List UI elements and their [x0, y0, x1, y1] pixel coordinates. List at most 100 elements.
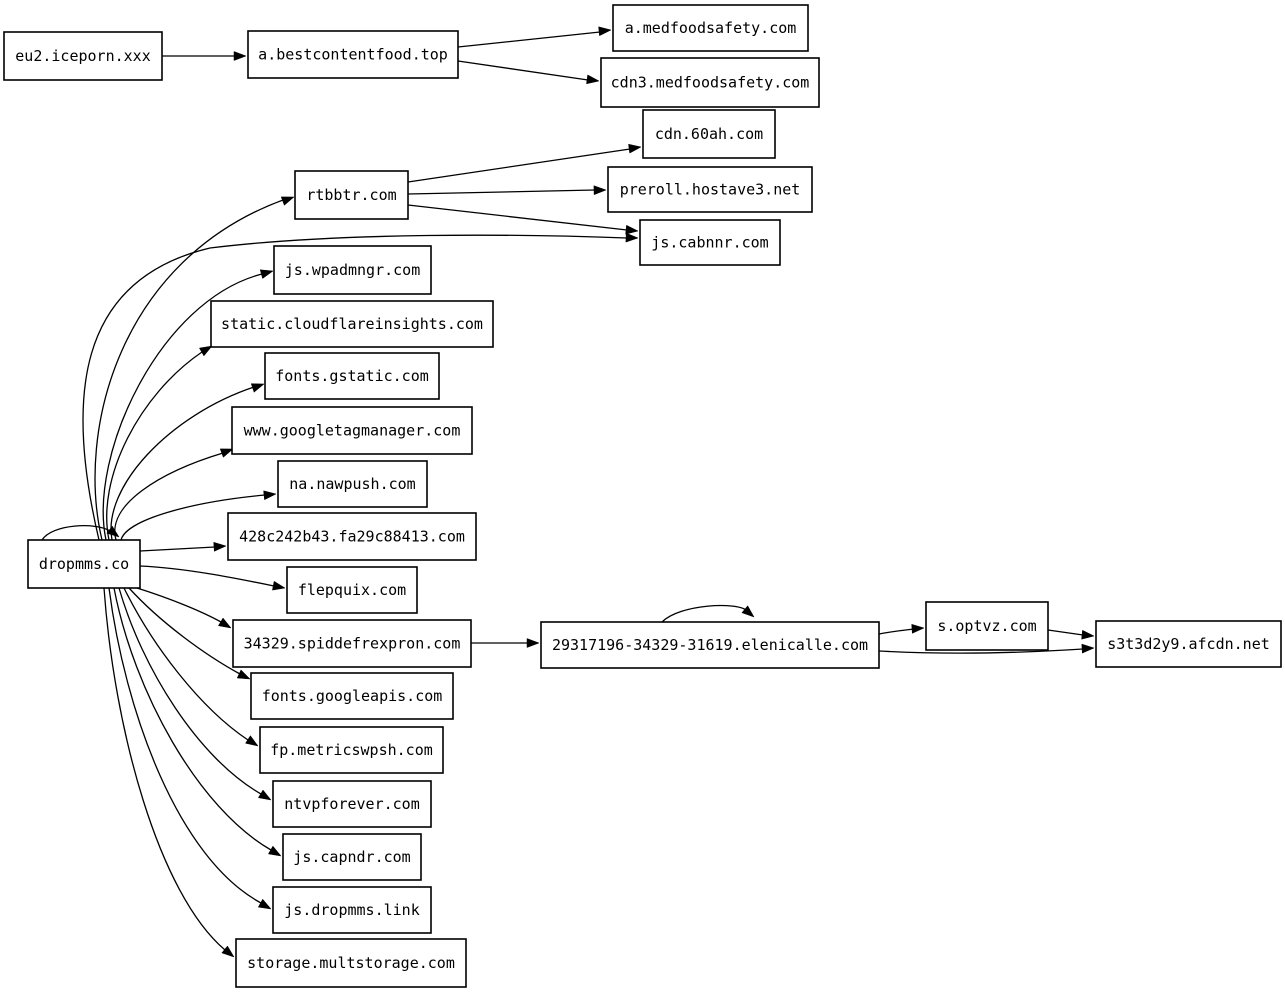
arrowhead-icon	[625, 224, 639, 235]
node-label: flepquix.com	[298, 581, 406, 599]
node-box	[639, 219, 781, 266]
node-label: a.medfoodsafety.com	[625, 19, 797, 37]
edge-dropmms-co-to-storage-multstorage-com	[103, 587, 235, 958]
node-box	[294, 170, 409, 220]
arrowhead-icon	[593, 185, 607, 196]
edge-rtbbtr-com-to-cdn-60ah-com	[407, 143, 642, 183]
arrowhead-icon	[219, 448, 234, 458]
node-label: preroll.hostave3.net	[620, 181, 801, 199]
node-34329-spiddefrexpron-com: 34329.spiddefrexpron.com	[232, 619, 472, 668]
edge-line	[113, 587, 272, 851]
node-label: ntvpforever.com	[284, 795, 419, 813]
node-na-nawpush-com: na.nawpush.com	[277, 460, 428, 508]
arrowhead-icon	[268, 845, 282, 857]
node-box	[264, 352, 440, 400]
edge-line	[120, 494, 266, 541]
arrowhead-icon	[741, 605, 755, 618]
edge-29317196-34329-31619-elenicalle-com-to-29317196-34329-31619-elenicalle-com	[661, 604, 755, 623]
node-js-cabnnr-com: js.cabnnr.com	[639, 219, 781, 266]
node-flepquix-com: flepquix.com	[286, 566, 418, 614]
node-box	[247, 30, 459, 79]
node-fp-metricswpsh-com: fp.metricswpsh.com	[259, 726, 444, 774]
node-js-wpadmngr-com: js.wpadmngr.com	[273, 245, 432, 295]
node-box	[272, 780, 432, 828]
node-label: js.cabnnr.com	[651, 234, 768, 252]
node-label: 29317196-34329-31619.elenicalle.com	[552, 636, 868, 654]
node-label: s3t3d2y9.afcdn.net	[1107, 635, 1270, 653]
node-label: dropmms.co	[39, 555, 129, 573]
arrowhead-icon	[257, 898, 272, 910]
edge-line	[123, 587, 249, 741]
node-label: fp.metricswpsh.com	[270, 741, 433, 759]
edge-layer	[41, 26, 1095, 958]
edge-line	[106, 351, 203, 541]
node-label: rtbbtr.com	[306, 186, 396, 204]
node-js-capndr-com: js.capndr.com	[282, 833, 422, 881]
arrowhead-icon	[625, 232, 639, 243]
node-ntvpforever-com: ntvpforever.com	[272, 780, 432, 828]
node-box	[925, 601, 1049, 651]
edge-dropmms-co-to-428c242b43-fa29c88413-com	[139, 541, 227, 552]
arrowhead-icon	[272, 580, 286, 591]
node-label: a.bestcontentfood.top	[258, 46, 448, 64]
node-www-googletagmanager-com: www.googletagmanager.com	[231, 406, 473, 455]
node-box	[1095, 620, 1282, 668]
edge-dropmms-co-to-www-googletagmanager-com	[114, 448, 234, 541]
arrowhead-icon	[263, 490, 277, 501]
edge-dropmms-co-to-js-dropmms-link	[108, 587, 272, 910]
node-s-optvz-com: s.optvz.com	[925, 601, 1049, 651]
edge-dropmms-co-to-js-wpadmngr-com	[102, 269, 274, 541]
node-box	[231, 406, 473, 455]
node-box	[642, 109, 776, 159]
edge-dropmms-co-to-fp-metricswpsh-com	[123, 587, 259, 747]
node-box	[259, 726, 444, 774]
node-js-dropmms-link: js.dropmms.link	[272, 886, 432, 934]
node-label: js.wpadmngr.com	[285, 261, 420, 279]
arrowhead-icon	[628, 143, 642, 154]
node-fonts-gstatic-com: fonts.gstatic.com	[264, 352, 440, 400]
edge-line	[136, 587, 222, 623]
edge-dropmms-co-to-js-capndr-com	[113, 587, 282, 857]
edge-dropmms-co-to-na-nawpush-com	[120, 490, 277, 541]
edge-dropmms-co-to-fonts-gstatic-com	[110, 383, 265, 541]
node-a-bestcontentfood-top: a.bestcontentfood.top	[247, 30, 459, 79]
node-label: www.googletagmanager.com	[244, 422, 461, 440]
node-dropmms-co: dropmms.co	[27, 539, 141, 589]
arrowhead-icon	[106, 525, 120, 538]
node-box	[286, 566, 418, 614]
arrowhead-icon	[245, 735, 259, 747]
edge-line	[102, 273, 263, 541]
edge-dropmms-co-to-ntvpforever-com	[118, 587, 272, 801]
edge-line	[407, 204, 628, 231]
node-box	[273, 245, 432, 295]
edge-dropmms-co-to-rtbbtr-com	[94, 196, 295, 541]
edge-line	[114, 452, 224, 541]
node-preroll-hostave3-net: preroll.hostave3.net	[607, 166, 813, 213]
arrowhead-icon	[1081, 643, 1095, 654]
node-box	[612, 4, 809, 52]
edge-rtbbtr-com-to-js-cabnnr-com	[407, 204, 639, 235]
node-box	[250, 672, 454, 720]
arrowhead-icon	[1081, 629, 1095, 640]
node-storage-multstorage-com: storage.multstorage.com	[235, 938, 467, 988]
arrowhead-icon	[199, 345, 213, 357]
node-cdn-60ah-com: cdn.60ah.com	[642, 109, 776, 159]
arrowhead-icon	[233, 51, 247, 61]
edge-dropmms-co-to-js-cabnnr-com	[82, 232, 639, 541]
node-box	[277, 460, 428, 508]
node-fonts-googleapis-com: fonts.googleapis.com	[250, 672, 454, 720]
arrowhead-icon	[258, 789, 272, 801]
node-box	[235, 938, 467, 988]
edge-eu2-iceporn-xxx-to-a-bestcontentfood-top	[162, 51, 247, 61]
arrowhead-icon	[236, 669, 251, 680]
node-box	[227, 512, 477, 561]
node-label: 34329.spiddefrexpron.com	[244, 635, 461, 653]
edge-line	[82, 234, 628, 541]
node-label: fonts.gstatic.com	[275, 367, 429, 385]
edge-a-bestcontentfood-top-to-cdn3-medfoodsafety-com	[457, 60, 600, 85]
edge-rtbbtr-com-to-preroll-hostave3-net	[407, 185, 607, 196]
arrowhead-icon	[911, 623, 925, 634]
